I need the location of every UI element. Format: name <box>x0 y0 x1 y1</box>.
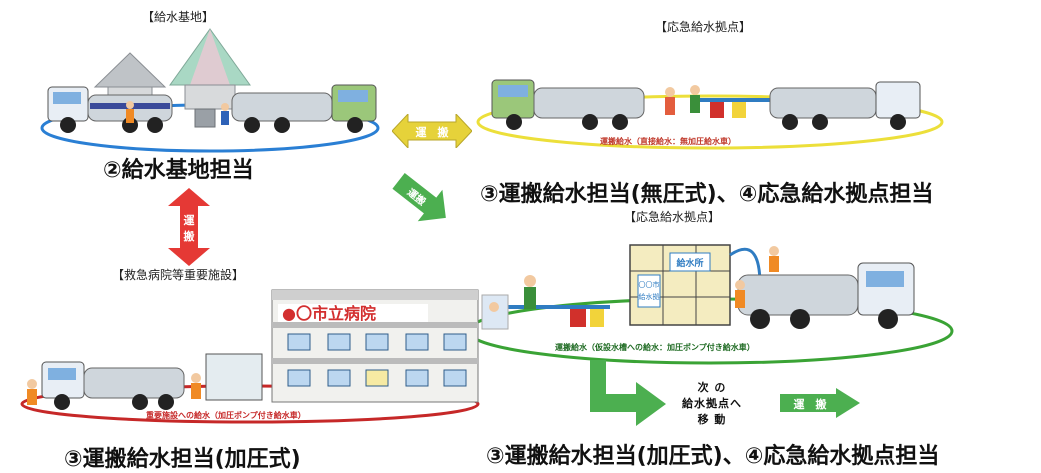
hospital-role: ③運搬給水担当(加圧式) <box>64 447 301 472</box>
water-base-illustration <box>40 28 380 153</box>
red-arrow-text-2: 搬 <box>184 229 195 243</box>
emergency-point-role-top: ③運搬給水担当(無圧式)、④応急給水拠点担当 <box>480 182 934 207</box>
yellow-arrow-text: 運 搬 <box>416 125 449 139</box>
hospital-building: ●〇市立病院 <box>271 289 479 403</box>
red-transport-arrow: 運 搬 <box>168 188 210 266</box>
emergency-point-illustration-bottom: 給水所 〇〇市 給水拠 <box>466 244 954 365</box>
water-base-role: ②給水基地担当 <box>103 158 254 183</box>
worker-figures <box>126 101 229 125</box>
next-line-2: 給水拠点へ <box>682 397 742 410</box>
caption-temporary-tank: 運搬給水（仮設水槽への給水：加圧ポンプ付き給水車） <box>555 343 755 352</box>
emergency-point-illustration-top <box>476 79 944 150</box>
water-base-label: 【給水基地】 <box>142 10 215 24</box>
next-line-1: 次 の <box>697 381 727 394</box>
green-bent-arrow <box>590 360 666 426</box>
green-right-arrow-text: 運 搬 <box>794 397 827 411</box>
hospital-illustration: ●〇市立病院 <box>20 289 480 424</box>
base-truck-right <box>231 84 377 133</box>
caption-direct-supply: 運搬給水（直接給水：無加圧給水車） <box>600 137 736 146</box>
green-right-arrow: 運 搬 <box>780 388 860 418</box>
next-point-text: 次 の 給水拠点へ 移 動 <box>672 380 752 428</box>
tank-label-1: 給水所 <box>676 257 703 269</box>
point-truck-left <box>491 79 645 130</box>
yellow-transport-arrow: 運 搬 <box>392 114 472 148</box>
emergency-point-label-top: 【応急給水拠点】 <box>655 20 752 34</box>
point-truck-right <box>769 81 921 130</box>
red-arrow-text-1: 運 <box>184 214 196 227</box>
water-taps <box>665 85 780 118</box>
point-truck-bottom <box>735 246 915 329</box>
emergency-point-role-bottom: ③運搬給水担当(加圧式)、④応急給水拠点担当 <box>486 444 940 469</box>
hospital-truck <box>27 361 201 410</box>
caption-hospital-supply: 重要施設への給水（加圧ポンプ付き給水車） <box>146 411 306 420</box>
water-taps-bottom <box>481 275 610 330</box>
hospital-tank <box>205 353 263 401</box>
next-line-3: 移 動 <box>697 413 727 426</box>
hospital-sign: ●〇市立病院 <box>282 304 376 323</box>
emergency-point-label-bottom: 【応急給水拠点】 <box>624 210 721 224</box>
yellow-ellipse <box>476 94 944 150</box>
hospital-label: 【救急病院等重要施設】 <box>112 268 245 282</box>
tank-cone-left <box>93 52 167 88</box>
temporary-water-tank: 給水所 〇〇市 給水拠 <box>629 244 731 326</box>
tank-label-2: 〇〇市 <box>639 280 660 289</box>
green-diagonal-arrow: 運搬 <box>392 173 446 222</box>
tank-label-3: 給水拠 <box>639 292 660 301</box>
